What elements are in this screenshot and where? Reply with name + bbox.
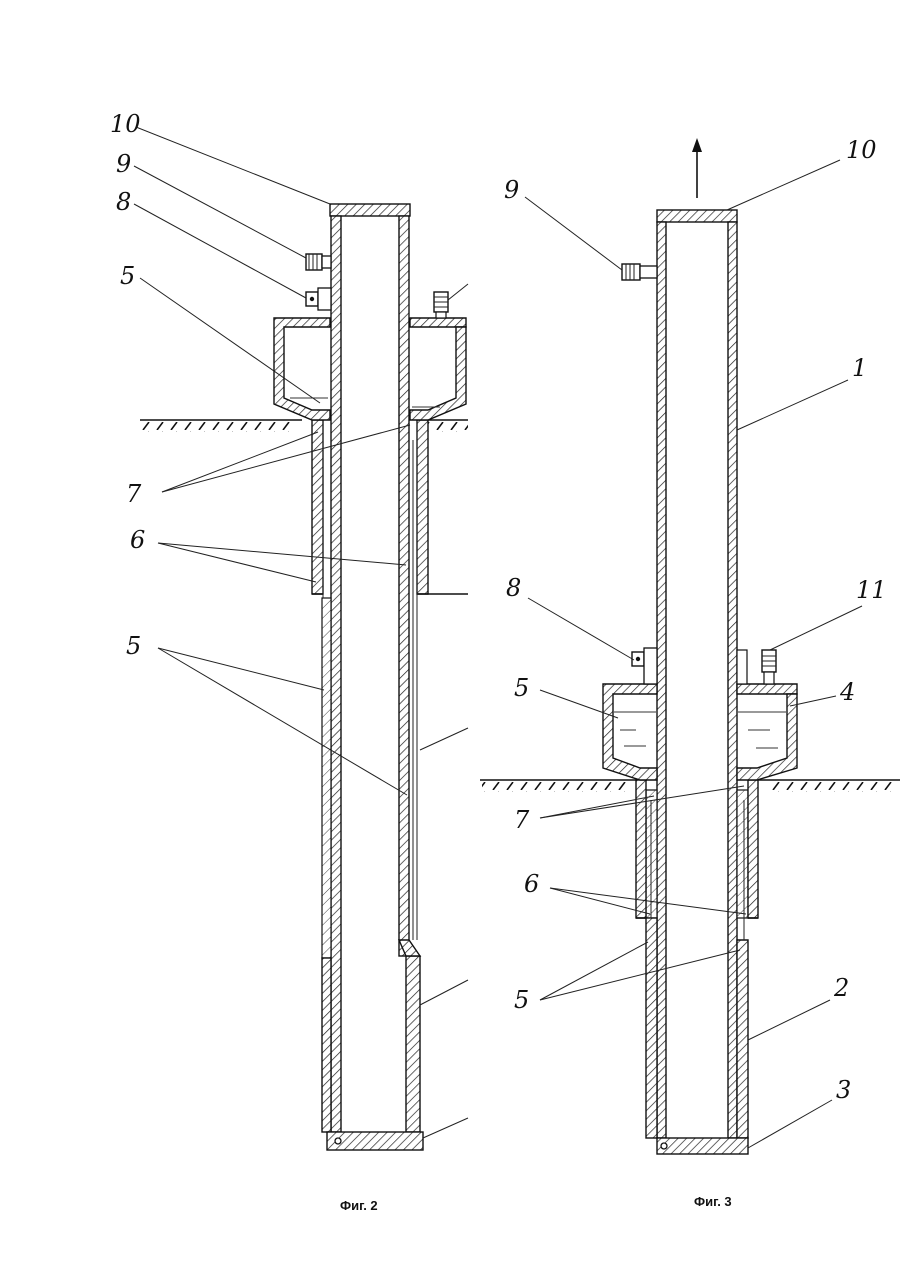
fig3-label-5-bottom: 5 — [514, 986, 529, 1014]
fig2-caption: Фиг. 2 — [340, 1198, 378, 1213]
fig3-label-5-top: 5 — [514, 674, 529, 702]
fig3-label-2: 2 — [833, 974, 849, 1002]
fig2-label-10: 10 — [110, 110, 141, 138]
fig2-label-5-top: 5 — [120, 262, 135, 290]
fig3-label-9: 9 — [504, 176, 519, 204]
fig2-label-9: 9 — [116, 150, 131, 178]
tank-fig3 — [603, 684, 797, 780]
sensor-8-fig3 — [632, 648, 657, 684]
fig2-label-7: 7 — [126, 480, 142, 508]
pipe-right-wall — [399, 216, 409, 956]
fig3-caption: Фиг. 3 — [694, 1194, 732, 1209]
fig2-label-8: 8 — [116, 188, 131, 216]
fig3-label-1: 1 — [852, 354, 867, 382]
fig3-label-6: 6 — [524, 870, 539, 898]
fig2-label-6: 6 — [130, 526, 145, 554]
fig3-label-3: 3 — [836, 1076, 851, 1104]
fig3-label-7: 7 — [514, 806, 530, 834]
figure-2: 10 9 8 5 7 6 5 Фиг. 2 — [110, 110, 468, 1213]
fig3-label-11: 11 — [856, 576, 887, 604]
fig3-label-8: 8 — [506, 574, 521, 602]
pull-arrow — [692, 138, 702, 198]
tank — [274, 318, 466, 420]
top-cap-fig3 — [657, 210, 737, 222]
pipe-left-wall — [331, 216, 341, 1132]
sensor-8 — [306, 288, 331, 310]
fig2-label-5-bottom: 5 — [126, 632, 141, 660]
valve-9-fig3 — [622, 264, 657, 280]
plug-11-fig3 — [737, 650, 776, 684]
ground-line-fig3 — [480, 780, 900, 792]
bottom-plate-fig3 — [657, 1138, 748, 1154]
plug-11 — [434, 292, 448, 318]
figure-3: 9 10 1 8 11 5 4 7 6 5 2 3 Фиг. 3 — [480, 136, 900, 1209]
fig3-label-10: 10 — [846, 136, 877, 164]
valve-9 — [306, 254, 331, 270]
top-cap — [330, 204, 410, 216]
leader-lines-fig3 — [525, 160, 862, 1148]
fig3-label-4: 4 — [839, 678, 855, 706]
